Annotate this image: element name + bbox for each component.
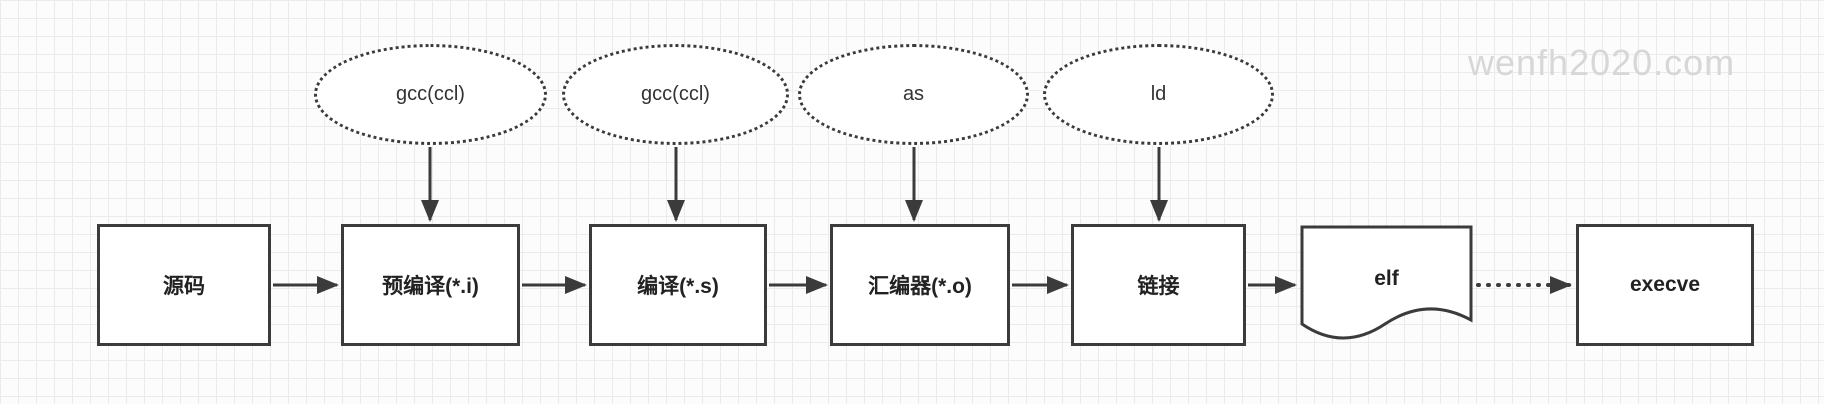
box-link: 链接 (1071, 224, 1246, 346)
box-label: 汇编器(*.o) (868, 275, 972, 298)
box-label: elf (1374, 266, 1399, 290)
document-shape-icon (1300, 225, 1473, 340)
watermark: wenfh2020.com (1468, 42, 1736, 83)
ellipse-ld: ld (1043, 44, 1274, 145)
box-compile: 编译(*.s) (589, 224, 767, 346)
box-execve: execve (1576, 224, 1754, 346)
ellipse-label: gcc(ccl) (396, 83, 465, 105)
ellipse-as: as (798, 44, 1029, 145)
doc-elf: elf (1299, 224, 1474, 350)
box-assemble: 汇编器(*.o) (830, 224, 1010, 346)
ellipse-gcc-ccl-compile: gcc(ccl) (562, 44, 789, 145)
box-label: 预编译(*.i) (382, 275, 479, 298)
box-label: 链接 (1137, 275, 1180, 298)
ellipse-label: gcc(ccl) (641, 83, 710, 105)
ellipse-label: as (902, 83, 925, 105)
ellipse-gcc-ccl-preprocess: gcc(ccl) (314, 44, 547, 145)
box-label: 编译(*.s) (637, 275, 719, 298)
box-label: execve (1629, 273, 1701, 296)
box-preprocess: 预编译(*.i) (341, 224, 520, 346)
box-source-code: 源码 (97, 224, 271, 346)
box-label: 源码 (163, 275, 205, 298)
ellipse-label: ld (1150, 83, 1167, 105)
